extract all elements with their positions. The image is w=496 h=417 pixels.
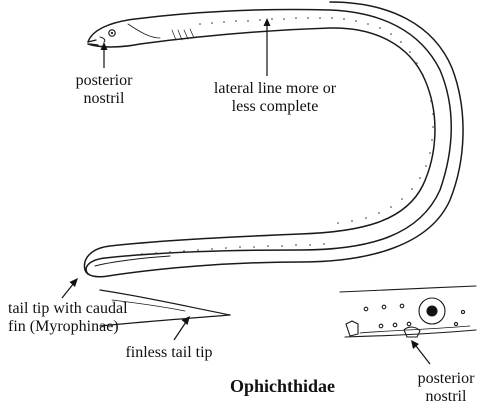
head-closeup-drawing <box>340 286 476 337</box>
posterior-nostril-label-top: posterior nostril <box>62 72 146 108</box>
posterior-nostril-bottom-line2: nostril <box>404 388 488 406</box>
eel-body-drawing <box>84 2 463 277</box>
posterior-nostril-top-line2: nostril <box>62 90 146 108</box>
family-title: Ophichthidae <box>230 376 335 397</box>
posterior-nostril-label-bottom: posterior nostril <box>404 370 488 406</box>
tail-tip-caudal-label: tail tip with caudal fin (Myrophinae) <box>8 300 128 336</box>
finless-tail-tip-label: finless tail tip <box>104 344 234 362</box>
lateral-line-line2: less complete <box>190 98 360 116</box>
lateral-line-line1: lateral line more or <box>190 80 360 98</box>
posterior-nostril-top-line1: posterior <box>62 72 146 90</box>
posterior-nostril-bottom-line1: posterior <box>404 370 488 388</box>
tail-tip-caudal-line1: tail tip with caudal <box>8 300 128 318</box>
tail-tip-caudal-line2: fin (Myrophinae) <box>8 318 128 336</box>
lateral-line-dots <box>127 17 434 257</box>
lateral-line-label: lateral line more or less complete <box>190 80 360 116</box>
